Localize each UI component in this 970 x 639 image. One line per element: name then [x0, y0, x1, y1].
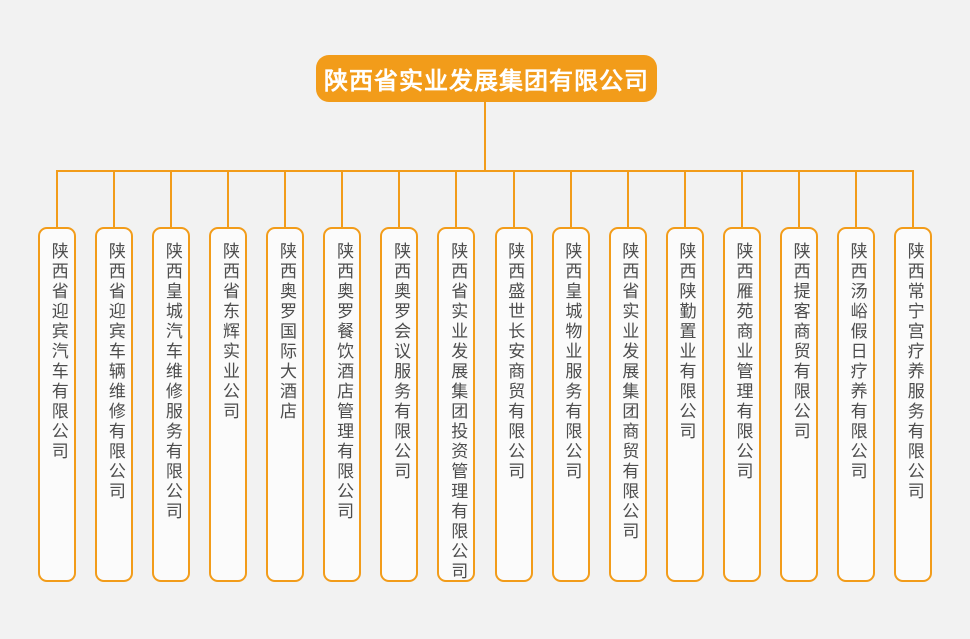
org-child-box: 陕西陕勤置业有限公司 [665, 227, 704, 582]
org-child-label: 陕西提客商贸有限公司 [789, 242, 810, 442]
org-root-box: 陕西省实业发展集团有限公司 [316, 55, 657, 102]
org-child-node: 陕西省东辉实业公司 [209, 172, 248, 582]
org-child-node: 陕西陕勤置业有限公司 [665, 172, 704, 582]
connector-drop-line [455, 172, 458, 227]
org-child-label: 陕西奥罗餐饮酒店管理有限公司 [333, 242, 354, 522]
org-child-node: 陕西奥罗国际大酒店 [266, 172, 305, 582]
org-child-box: 陕西皇城汽车维修服务有限公司 [152, 227, 191, 582]
org-child-label: 陕西常宁宫疗养服务有限公司 [903, 242, 924, 502]
org-child-box: 陕西盛世长安商贸有限公司 [494, 227, 533, 582]
org-child-node: 陕西省迎宾车辆维修有限公司 [95, 172, 134, 582]
connector-drop-line [170, 172, 173, 227]
connector-drop-line [56, 172, 58, 227]
org-child-box: 陕西常宁宫疗养服务有限公司 [893, 227, 932, 582]
org-child-box: 陕西提客商贸有限公司 [779, 227, 818, 582]
org-child-label: 陕西省实业发展集团商贸有限公司 [618, 242, 639, 542]
org-child-box: 陕西雁苑商业管理有限公司 [722, 227, 761, 582]
org-child-node: 陕西盛世长安商贸有限公司 [494, 172, 533, 582]
connector-drop-line [740, 172, 743, 227]
org-child-node: 陕西省实业发展集团投资管理有限公司 [437, 172, 476, 582]
org-child-box: 陕西省迎宾车辆维修有限公司 [95, 227, 134, 582]
org-child-label: 陕西省实业发展集团投资管理有限公司 [447, 242, 468, 582]
connector-drop-line [284, 172, 287, 227]
org-child-label: 陕西奥罗会议服务有限公司 [390, 242, 411, 482]
org-child-node: 陕西常宁宫疗养服务有限公司 [893, 172, 932, 582]
org-child-node: 陕西奥罗餐饮酒店管理有限公司 [323, 172, 362, 582]
org-child-node: 陕西雁苑商业管理有限公司 [722, 172, 761, 582]
org-child-box: 陕西汤峪假日疗养有限公司 [836, 227, 875, 582]
org-child-label: 陕西省迎宾汽车有限公司 [47, 242, 68, 462]
connector-drop-line [341, 172, 344, 227]
org-child-label: 陕西汤峪假日疗养有限公司 [846, 242, 867, 482]
org-child-label: 陕西雁苑商业管理有限公司 [732, 242, 753, 482]
org-child-label: 陕西陕勤置业有限公司 [675, 242, 696, 442]
org-child-box: 陕西奥罗餐饮酒店管理有限公司 [323, 227, 362, 582]
org-child-box: 陕西省实业发展集团投资管理有限公司 [437, 227, 476, 582]
connector-drop-line [569, 172, 572, 227]
org-child-node: 陕西省迎宾汽车有限公司 [38, 172, 76, 582]
org-child-box: 陕西奥罗会议服务有限公司 [380, 227, 419, 582]
org-child-label: 陕西省东辉实业公司 [218, 242, 239, 422]
connector-drop-line [911, 172, 914, 227]
org-children-row: 陕西省迎宾汽车有限公司 陕西省迎宾车辆维修有限公司 陕西皇城汽车维修服务有限公司 陕西… [38, 172, 932, 582]
connector-drop-line [797, 172, 800, 227]
connector-drop-line [854, 172, 857, 227]
org-child-node: 陕西皇城物业服务有限公司 [551, 172, 590, 582]
connector-drop-line [227, 172, 230, 227]
connector-drop-line [626, 172, 629, 227]
org-child-node: 陕西提客商贸有限公司 [779, 172, 818, 582]
org-child-label: 陕西奥罗国际大酒店 [276, 242, 297, 422]
org-child-box: 陕西奥罗国际大酒店 [266, 227, 305, 582]
org-root-label: 陕西省实业发展集团有限公司 [324, 67, 649, 95]
org-child-node: 陕西省实业发展集团商贸有限公司 [608, 172, 647, 582]
org-child-node: 陕西奥罗会议服务有限公司 [380, 172, 419, 582]
org-child-label: 陕西盛世长安商贸有限公司 [504, 242, 525, 482]
org-child-node: 陕西汤峪假日疗养有限公司 [836, 172, 875, 582]
org-child-box: 陕西省实业发展集团商贸有限公司 [608, 227, 647, 582]
connector-root-stem-line [484, 102, 486, 172]
connector-horizontal-line [56, 170, 914, 172]
org-child-node: 陕西皇城汽车维修服务有限公司 [152, 172, 191, 582]
org-child-box: 陕西省东辉实业公司 [209, 227, 248, 582]
connector-drop-line [512, 172, 515, 227]
org-child-label: 陕西皇城物业服务有限公司 [561, 242, 582, 482]
org-child-box: 陕西省迎宾汽车有限公司 [38, 227, 76, 582]
org-child-label: 陕西省迎宾车辆维修有限公司 [104, 242, 125, 502]
connector-drop-line [683, 172, 686, 227]
connector-drop-line [398, 172, 401, 227]
connector-drop-line [113, 172, 116, 227]
org-child-box: 陕西皇城物业服务有限公司 [551, 227, 590, 582]
org-child-label: 陕西皇城汽车维修服务有限公司 [161, 242, 182, 522]
